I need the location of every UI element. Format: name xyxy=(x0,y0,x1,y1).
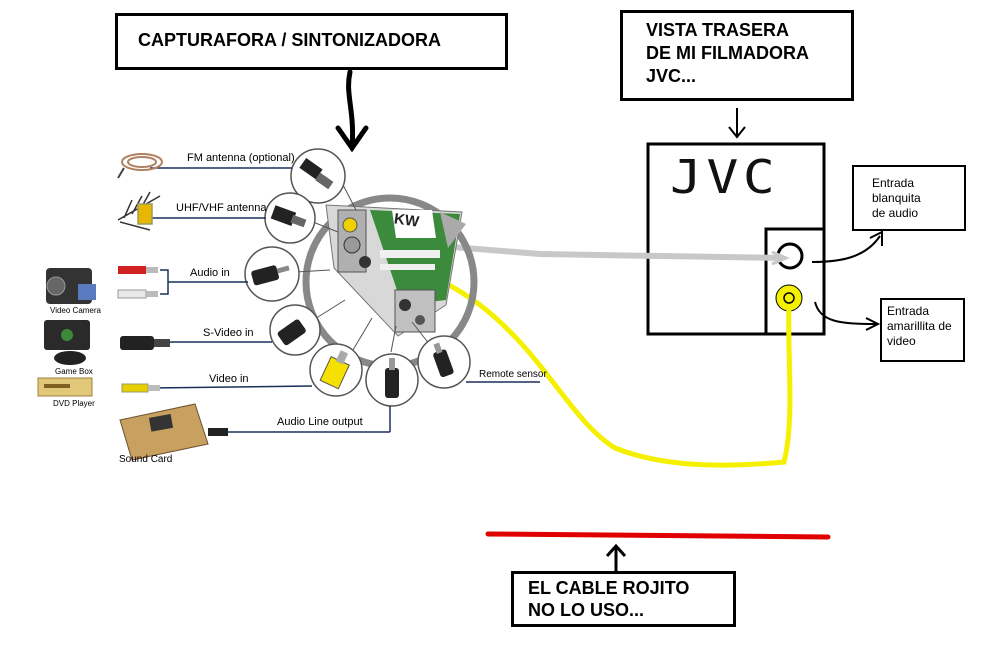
connector-svideo xyxy=(269,304,321,356)
blanca-line-2: blanquita xyxy=(872,191,921,205)
rca-video-plug-icon xyxy=(121,383,160,393)
grey-audio-cable xyxy=(439,243,783,261)
rca-audio-plugs-icon xyxy=(117,266,158,299)
uhf-antenna-icon xyxy=(117,191,161,231)
rojito-line-1: EL CABLE ROJITO xyxy=(528,578,690,598)
amarilla-line-3: video xyxy=(887,334,916,348)
red-cable xyxy=(485,531,831,540)
label-audio-line-output: Audio Line output xyxy=(277,416,363,428)
connector-spokes xyxy=(295,180,431,356)
label-uhf-antenna: UHF/VHF antenna xyxy=(176,202,267,214)
amarilla-line-1: Entrada xyxy=(887,304,930,318)
amarilla-line-2: amarillita de xyxy=(887,319,952,333)
label-sound-card: Sound Card xyxy=(119,454,173,465)
blanca-line-1: Entrada xyxy=(872,176,915,190)
entrada-amarilla-box: Entrada amarillita de video xyxy=(880,298,965,362)
connector-fm xyxy=(290,148,346,204)
svideo-plug-icon xyxy=(120,336,170,350)
jvc-brand-label: JVC xyxy=(670,150,780,204)
connector-video-in xyxy=(309,343,363,397)
connector-audio-line xyxy=(365,353,419,407)
vista-trasera-box: VISTA TRASERA DE MI FILMADORA JVC... xyxy=(620,10,854,101)
vista-line-3: JVC... xyxy=(646,66,697,86)
connector-audio-in xyxy=(244,246,300,302)
arrow-to-audio-box xyxy=(811,230,883,263)
label-game-box: Game Box xyxy=(55,367,93,376)
yellow-jack-center xyxy=(783,292,795,304)
device-cable-lines xyxy=(149,167,540,433)
capturadora-label-box: CAPTURAFORA / SINTONIZADORA xyxy=(115,13,508,70)
arrow-down-vista xyxy=(728,108,746,139)
fm-antenna-icon xyxy=(117,153,163,179)
label-video-in: Video in xyxy=(209,373,249,385)
vista-line-2: DE MI FILMADORA xyxy=(646,43,809,63)
grey-cable-tip xyxy=(771,250,790,266)
sound-card-icon xyxy=(119,403,228,461)
game-box-icon xyxy=(44,320,90,365)
cable-rojito-box: EL CABLE ROJITO NO LO USO... xyxy=(511,571,736,627)
connector-uhf xyxy=(264,192,316,244)
video-camera-icon xyxy=(46,268,96,304)
label-remote-sensor: Remote sensor xyxy=(479,369,547,380)
card-brand-label: KW xyxy=(392,210,421,231)
rojito-line-2: NO LO USO... xyxy=(528,600,645,620)
capture-card-image xyxy=(325,204,466,337)
vista-line-1: VISTA TRASERA xyxy=(646,20,790,40)
label-svideo-in: S-Video in xyxy=(203,327,254,339)
label-fm-antenna: FM antenna (optional) xyxy=(187,152,295,164)
connector-remote xyxy=(417,335,471,389)
label-video-camera: Video Camera xyxy=(50,306,101,315)
arrow-down-capturadora xyxy=(335,69,369,153)
dvd-player-icon xyxy=(37,377,93,397)
arrow-to-video-box xyxy=(814,301,881,331)
label-audio-in: Audio in xyxy=(190,267,230,279)
blanca-line-3: de audio xyxy=(872,206,919,220)
entrada-blanca-box: Entrada blanquita de audio xyxy=(852,165,966,231)
capturadora-label: CAPTURAFORA / SINTONIZADORA xyxy=(138,30,441,50)
label-dvd-player: DVD Player xyxy=(53,399,95,408)
arrow-up-to-red-cable xyxy=(605,543,627,572)
